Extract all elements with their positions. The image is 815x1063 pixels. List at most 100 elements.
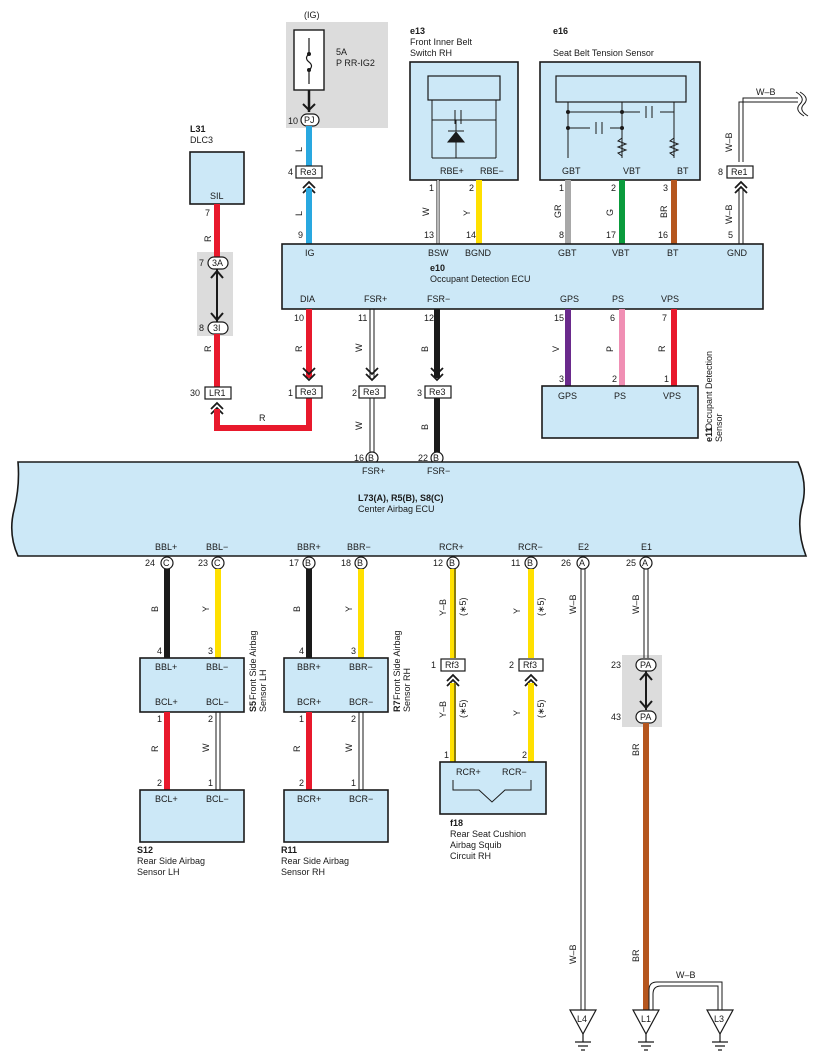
center-fsr-plus: FSR+ [362, 466, 385, 476]
r7-b2: BCR− [349, 697, 373, 707]
bsw-num: 13 [424, 230, 434, 240]
rf3-n2: 2 [509, 660, 514, 670]
wire-label-y-1: Y [462, 210, 472, 216]
bt-num: 16 [658, 230, 668, 240]
e10-pin-gbt: GBT [558, 248, 577, 258]
center-n16: 16 [354, 453, 364, 463]
s5-n1: 1 [157, 714, 162, 724]
wire-label-r-1: R [203, 235, 213, 242]
pin-conn-c-1: C [163, 558, 170, 568]
e13-pin2-label: RBE− [480, 166, 504, 176]
connector-rf3-minus [518, 658, 544, 672]
e13-pin1-label: RBE+ [440, 166, 464, 176]
r7-n1: 1 [299, 714, 304, 724]
s12-box [139, 789, 245, 843]
connector-re3-dia-label: Re3 [300, 387, 317, 397]
wire-label-wb-4: W–B [568, 594, 578, 614]
bgnd-num: 14 [466, 230, 476, 240]
e10-id: e10 [430, 263, 445, 273]
wire-wb-e2 [580, 569, 586, 1010]
r11-name-l2: Sensor RH [281, 867, 325, 877]
wire-label-r-3: R [259, 413, 266, 423]
connector-b-fsrp-label: B [368, 453, 374, 463]
wire-label-wb-7: W–B [676, 970, 696, 980]
wire-label-b-2: B [420, 424, 430, 430]
e11-id: e11 [704, 427, 714, 442]
wire-label-gr: GR [553, 204, 563, 218]
fuse-amp: 5A [336, 47, 347, 57]
wire-label-wb-6: W–B [631, 594, 641, 614]
wire-label-wb-1: W–B [756, 87, 776, 97]
ground-l1-label: L1 [641, 1014, 651, 1024]
e10-pin-gps: GPS [560, 294, 579, 304]
wire-label-x5-4: (∗5) [536, 699, 546, 718]
r7-t2: BBR− [349, 662, 373, 672]
dlc3-box [189, 151, 245, 205]
wire-label-w-4: W [201, 743, 211, 752]
wire-label-wb-2: W–B [724, 132, 734, 152]
e16-id: e16 [553, 26, 568, 36]
e10-pin-fsr-plus: FSR+ [364, 294, 387, 304]
wire-label-y-5: Y [512, 710, 522, 716]
pin-conn-b-4: B [527, 558, 533, 568]
r11-name-l1: Rear Side Airbag [281, 856, 349, 866]
wire-label-r-4: R [294, 345, 304, 352]
dlc3-pin-num: 7 [205, 208, 210, 218]
wire-red-dia-link [214, 398, 312, 431]
wire-label-w-2: W [354, 343, 364, 352]
e10-pin-bgnd: BGND [465, 248, 492, 258]
connector-b-fsrm-label: B [433, 453, 439, 463]
wire-label-l-1: L [294, 147, 304, 152]
connector-rf3-minus-label: Rf3 [523, 660, 537, 670]
s5-b2: BCL− [206, 697, 229, 707]
wire-label-br-2: BR [631, 743, 641, 756]
pa-n23: 23 [611, 660, 621, 670]
wire-label-w-5: W [344, 743, 354, 752]
s5-n3: 3 [208, 646, 213, 656]
re3-fsrm-num: 3 [417, 388, 422, 398]
f18-p2: RCR− [502, 767, 527, 777]
wire-label-br-3: BR [631, 949, 641, 962]
fsr-minus-num: 12 [424, 313, 434, 323]
ps-num: 6 [610, 313, 615, 323]
wire-label-x5-1: (∗5) [458, 597, 468, 616]
r11-p2: BCR− [349, 794, 373, 804]
wire-label-r-6: R [150, 745, 160, 752]
pin-num-18: 18 [341, 558, 351, 568]
center-pin-bbr-minus: BBR− [347, 542, 371, 552]
r7-n3: 3 [351, 646, 356, 656]
connector-re1 [726, 165, 754, 179]
e11-box [541, 385, 699, 439]
connector-re3-top-label: Re3 [300, 167, 317, 177]
connector-lr1-label: LR1 [209, 388, 226, 398]
r7-name-l1: Front Side Airbag [392, 630, 402, 700]
lr1-num: 30 [190, 388, 200, 398]
fsr-plus-num: 11 [358, 313, 367, 323]
s12-n2: 2 [157, 778, 162, 788]
e11-name-l2: Sensor [714, 413, 724, 442]
wire-label-v: V [551, 346, 561, 352]
e13-pin2-num: 2 [469, 183, 474, 193]
e10-name: Occupant Detection ECU [430, 274, 531, 284]
e10-pin-gnd: GND [727, 248, 748, 258]
ground-l3-label: L3 [714, 1014, 724, 1024]
s5-name-l1: Front Side Airbag [248, 630, 258, 700]
e16-pin1-label: GBT [562, 166, 581, 176]
e10-pin-vbt: VBT [612, 248, 630, 258]
c3i-num: 8 [199, 323, 204, 333]
gps-num: 15 [554, 313, 564, 323]
connector-pj-label: PJ [304, 115, 315, 125]
connector-re3-dia [295, 385, 323, 399]
r7-n4: 4 [299, 646, 304, 656]
dlc3-name: DLC3 [190, 135, 213, 145]
e11-n3: 1 [664, 374, 669, 384]
e16-pin2-num: 2 [611, 183, 616, 193]
wire-label-w-3: W [354, 421, 364, 430]
wire-wb-gnd-top [738, 97, 798, 162]
f18-box [439, 761, 547, 815]
resistor-vbt-icon [616, 137, 628, 157]
s5-n2: 2 [208, 714, 213, 724]
center-pin-rcr-plus: RCR+ [439, 542, 464, 552]
wire-label-y-2: Y [201, 606, 211, 612]
